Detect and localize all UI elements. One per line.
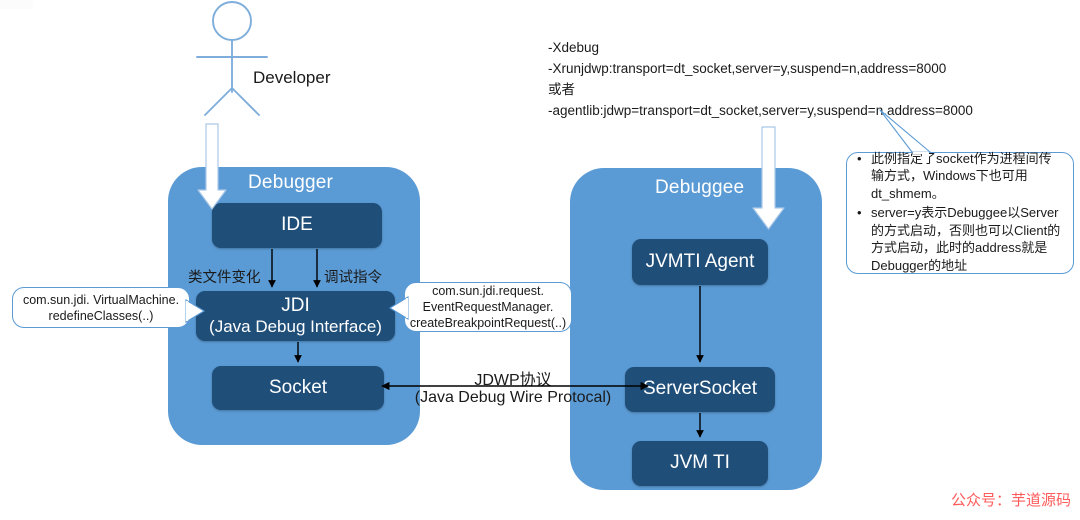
callout-right-line1: com.sun.jdi.request. <box>432 284 544 298</box>
node-ide-label: IDE <box>281 214 313 236</box>
watermark-label: 公众号：芋道源码 <box>951 492 1072 509</box>
node-jvm-ti-label: JVM TI <box>670 452 730 474</box>
edge-label-jdwp-fullname: (Java Debug Wire Protocal) <box>393 389 633 407</box>
jvm-param-agentlib: -agentlib:jdwp=transport=dt_socket,serve… <box>548 102 973 118</box>
callout-notes: 此例指定了socket作为进程间传输方式，Windows下也可用dt_shmem… <box>846 150 1074 277</box>
jvm-param-xrunjdwp: -Xrunjdwp:transport=dt_socket,server=y,s… <box>548 60 947 76</box>
jdwp-line2: (Java Debug Wire Protocal) <box>414 389 612 406</box>
debugger-panel-title: Debugger <box>248 172 334 193</box>
node-socket-label: Socket <box>268 376 328 398</box>
node-jdi-label: JDI <box>281 294 310 316</box>
callout-note-item: server=y表示Debuggee以Server的方式启动，否则也可以Clie… <box>857 204 1064 274</box>
node-jdi[interactable]: JDI (Java Debug Interface) <box>196 291 395 341</box>
jvm-params-text: -Xdebug -Xrunjdwp:transport=dt_socket,se… <box>548 38 973 122</box>
callout-note-item: 此例指定了socket作为进程间传输方式，Windows下也可用dt_shmem… <box>857 150 1064 203</box>
jvm-param-or: 或者 <box>548 81 575 97</box>
edge-label-debug-command: 调试指令 <box>324 270 382 286</box>
jvm-param-xdebug: -Xdebug <box>548 40 600 55</box>
node-jvmti-agent[interactable]: JVMTI Agent <box>632 239 768 285</box>
node-jdi-sublabel: (Java Debug Interface) <box>209 317 382 337</box>
callout-left-line1: com.sun.jdi. VirtualMachine. <box>22 292 180 307</box>
callout-right-line2: EventRequestManager. <box>422 300 554 314</box>
developer-label: Developer <box>253 68 331 87</box>
edge-label-class-change: 类文件变化 <box>188 270 261 286</box>
node-serversocket[interactable]: ServerSocket <box>625 367 775 412</box>
debuggee-panel-title: Debuggee <box>655 177 745 198</box>
callout-notes-list: 此例指定了socket作为进程间传输方式，Windows下也可用dt_shmem… <box>853 150 1064 277</box>
jdwp-line1: JDWP协议 <box>474 372 552 389</box>
node-jvm-ti[interactable]: JVM TI <box>632 441 768 486</box>
node-socket[interactable]: Socket <box>212 366 384 410</box>
corner-artifact <box>0 0 33 9</box>
node-ide[interactable]: IDE <box>212 203 382 248</box>
callout-redefine-classes: com.sun.jdi. VirtualMachine. redefineCla… <box>12 287 190 328</box>
node-jvmti-agent-label: JVMTI Agent <box>645 250 755 272</box>
node-serversocket-label: ServerSocket <box>642 378 758 400</box>
callout-left-line2: redefineClasses(..) <box>48 308 154 323</box>
stick-figure-icon <box>196 1 268 116</box>
callout-create-breakpoint-request: com.sun.jdi.request. EventRequestManager… <box>404 282 572 332</box>
callout-right-line3: createBreakpointRequest(..) <box>409 316 567 330</box>
edge-label-jdwp-protocol: JDWP协议 <box>393 366 633 390</box>
